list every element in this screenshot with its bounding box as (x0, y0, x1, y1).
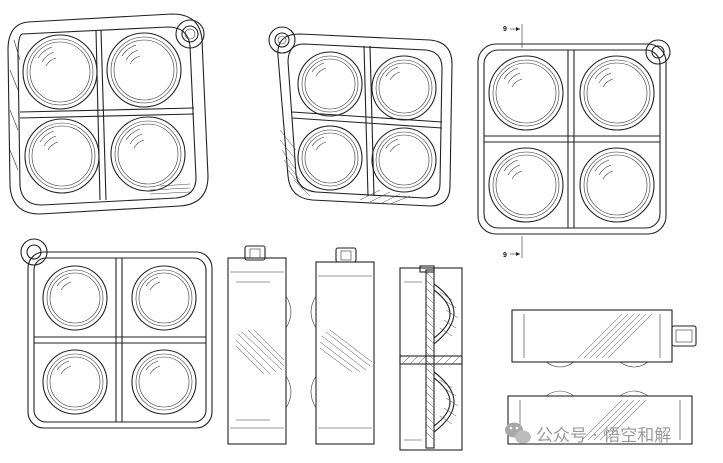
rear-elevation-view (20, 238, 213, 429)
perspective-view-back-right (268, 26, 453, 207)
watermark-text: 公众号 · 悟空和解 (536, 426, 671, 446)
lanyard-loop (175, 19, 205, 49)
section-view (399, 265, 463, 451)
front-elevation-view: 9 9 (477, 24, 671, 259)
bottom-plan-view (507, 390, 693, 445)
right-side-view (310, 247, 375, 445)
section-line-marker: 9 9 (503, 24, 523, 259)
wechat-icon (505, 422, 531, 444)
section-label-top: 9 (503, 26, 507, 33)
section-label-bottom: 9 (503, 252, 507, 259)
lanyard-loop-3 (645, 39, 671, 65)
lanyard-loop-2 (268, 26, 296, 54)
left-side-view (227, 245, 292, 445)
lanyard-loop-4 (20, 238, 48, 266)
top-plan-view (511, 309, 697, 368)
watermark: 公众号 · 悟空和解 (505, 422, 671, 446)
perspective-view-front-left (7, 13, 209, 215)
